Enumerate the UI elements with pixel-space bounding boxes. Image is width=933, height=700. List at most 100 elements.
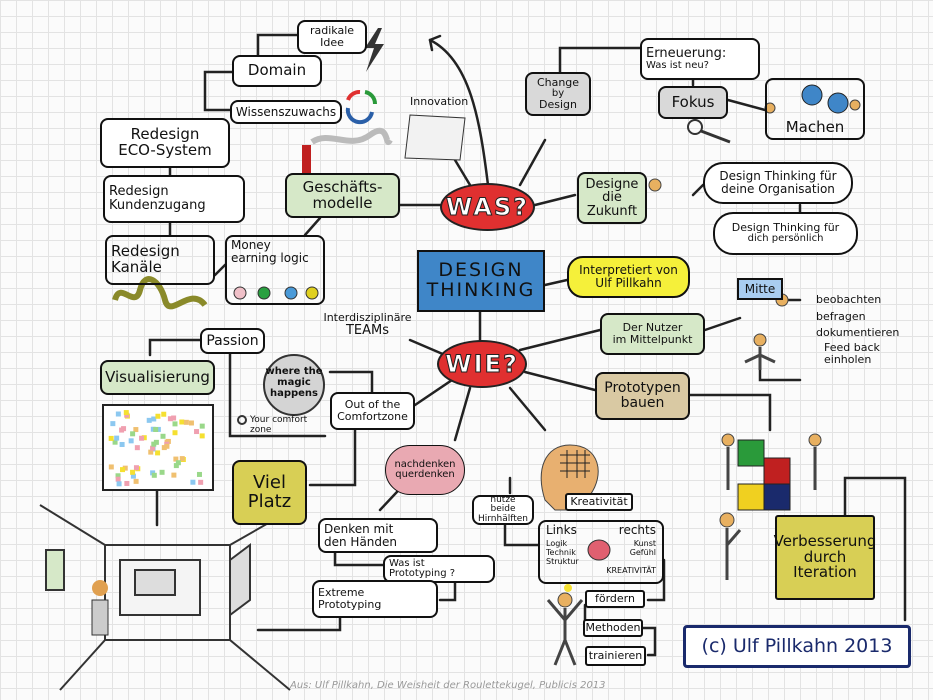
label: Zukunft (586, 203, 638, 219)
label: Visualisierung (105, 367, 210, 386)
sticky-note (153, 426, 159, 432)
label: Technik (546, 547, 576, 557)
lightning-icon (365, 28, 384, 72)
label: trainieren (588, 649, 643, 663)
sticky-note (108, 435, 114, 441)
sticky-note (133, 427, 139, 433)
magic-circle (263, 354, 325, 416)
label: Kunst (633, 538, 656, 548)
brain-icon (587, 539, 611, 561)
dokumentieren-label: dokumentieren (816, 326, 900, 339)
label: dich persönlich (747, 233, 824, 245)
sticky-note (146, 417, 152, 423)
sticky-note (150, 445, 156, 451)
label: Struktur (546, 557, 579, 567)
label: Designe die (585, 176, 639, 206)
label: Prototyping (318, 598, 382, 611)
label: Der Nutzer (622, 321, 683, 335)
label: Machen (785, 118, 845, 137)
sticky-note (160, 433, 166, 439)
befragen-label: befragen (816, 309, 866, 323)
label: Verbesserung (773, 531, 877, 550)
sticky-note (148, 449, 154, 455)
sticky-note (114, 435, 120, 441)
sticky-note (171, 472, 177, 478)
sticky-note (153, 439, 159, 445)
sticky-note (194, 429, 200, 435)
label: KREATIVITÄT (606, 566, 656, 576)
label: Links (546, 523, 577, 537)
label: Prototypen (604, 380, 681, 397)
sticky-note (115, 411, 121, 417)
label: THINKING (426, 279, 536, 301)
label: Idee (320, 36, 344, 49)
sticky-note (199, 433, 205, 439)
gear-icon (827, 92, 849, 114)
label: Kundenzugang (109, 198, 206, 213)
sticky-note (130, 431, 136, 437)
sticky-note (167, 416, 173, 422)
kreativitaet-box: Kreativität (565, 493, 633, 511)
label: Ulf Pillkahn (595, 276, 662, 290)
label: DESIGN (438, 259, 524, 282)
sticky-note (122, 465, 128, 471)
sticky-note (175, 460, 181, 466)
label: radikale (309, 24, 355, 38)
label: Passion (206, 332, 259, 349)
sticky-note (159, 469, 165, 475)
foerdern-box: fördern (585, 590, 645, 608)
sticky-note (161, 411, 167, 417)
label: den Händen (324, 534, 398, 549)
was-node: WAS? (440, 183, 535, 231)
sticky-note (173, 463, 179, 469)
label: earning logic (231, 250, 309, 265)
label: Out of the (344, 398, 401, 412)
sticky-note (115, 476, 121, 482)
wissenszuwachs-box: Wissenszuwachs (230, 100, 342, 124)
label: by (551, 87, 565, 99)
label: magic (277, 377, 311, 388)
sticky-note (172, 430, 178, 436)
label: deine Organisation (721, 182, 835, 196)
person-icon (753, 333, 767, 347)
machen-box: Machen (765, 78, 865, 140)
sticky-note (183, 419, 189, 425)
sticky-note (120, 467, 126, 473)
sticky-note (110, 421, 116, 427)
sticky-note (124, 480, 130, 486)
label: nachdenken (394, 458, 456, 470)
label: Wissenszuwachs (235, 104, 337, 119)
geschaeftsmodelle-box: Geschäfts-modelle (285, 173, 400, 218)
sticky-note (119, 441, 125, 447)
cycle-icon (345, 90, 378, 125)
label: Change (536, 76, 580, 90)
label: Mitte (744, 281, 776, 296)
label: Hirnhälften (478, 513, 529, 524)
label: Redesign (111, 242, 180, 261)
label: Prototyping ? (389, 568, 456, 579)
innovation-sketch (404, 114, 466, 161)
sticky-note (179, 456, 185, 462)
footer-source: Aus: Ulf Pillkahn, Die Weisheit der Roul… (290, 680, 606, 691)
sticky-note (155, 413, 161, 419)
label: Money (231, 238, 271, 252)
label: Extreme (318, 586, 365, 600)
sticky-note (133, 465, 139, 471)
sticky-note (115, 473, 121, 479)
label: where the (265, 366, 323, 377)
sticky-note (173, 456, 179, 462)
label: bauen (620, 395, 665, 411)
sticky-note (179, 419, 185, 425)
trainieren-box: trainieren (585, 646, 646, 666)
wie-node: WIE? (437, 340, 527, 388)
